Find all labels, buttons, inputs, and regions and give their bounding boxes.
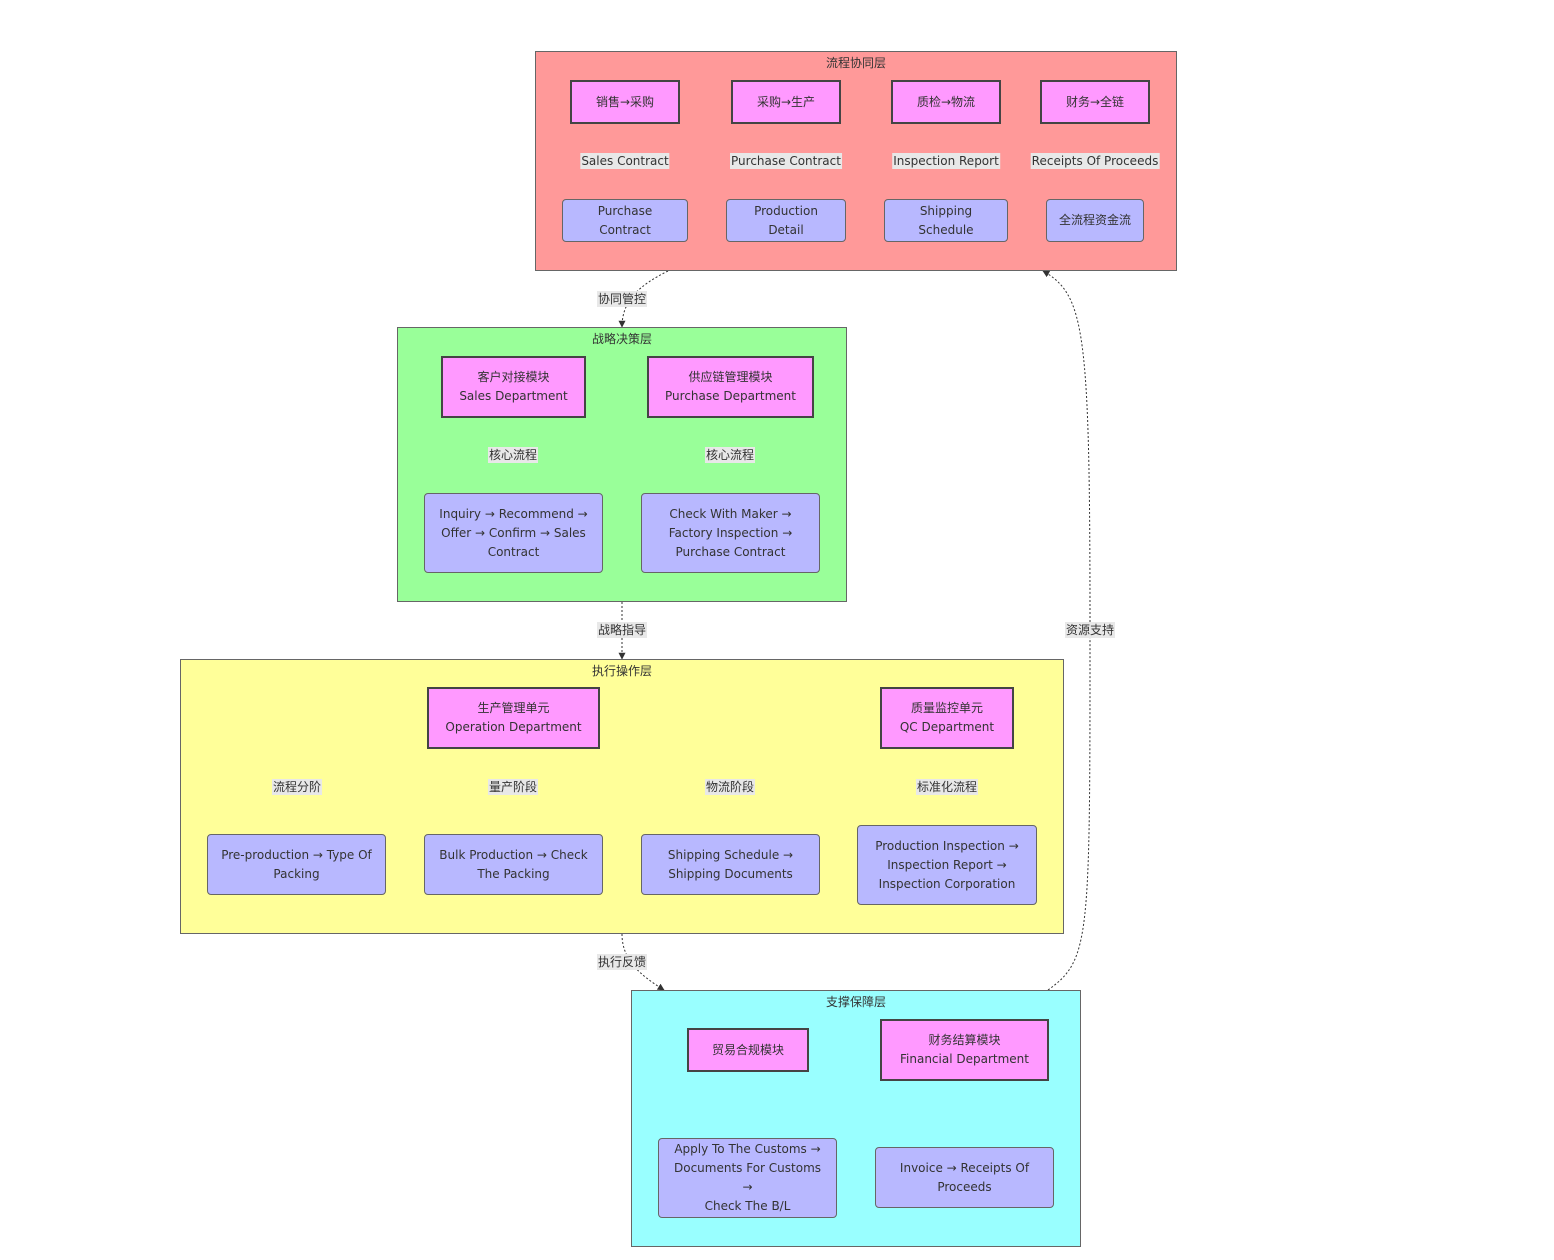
node-label-line2: Factory Inspection → <box>668 525 793 540</box>
node-label-line2: Proceeds <box>937 1179 992 1194</box>
node-label-line1: 质量监控单元 <box>910 701 983 715</box>
node-label: Production Detail <box>754 203 818 237</box>
layer-title: 战略决策层 <box>591 332 652 346</box>
node-bulk-production[interactable]: Bulk Production → Check The Packing <box>424 834 603 895</box>
node-label: Shipping Schedule <box>918 203 974 237</box>
node-customer-module[interactable]: 客户对接模块 Sales Department <box>441 356 586 418</box>
node-label-line1: Invoice → Receipts Of <box>899 1160 1030 1175</box>
edge-label-core-process-supply: 核心流程 <box>704 447 756 463</box>
node-production-inspection[interactable]: Production Inspection → Inspection Repor… <box>857 825 1037 905</box>
edge-label-receipts-of-proceeds: Receipts Of Proceeds <box>1030 153 1160 169</box>
edge-label-resource-support: 资源支持 <box>1064 622 1116 638</box>
node-label-line2: QC Department <box>899 720 995 734</box>
node-label-line2: Financial Department <box>900 1052 1029 1066</box>
edge-label-process-stages: 流程分阶 <box>271 779 323 795</box>
node-production-unit[interactable]: 生产管理单元 Operation Department <box>427 687 600 749</box>
node-shipping-schedule[interactable]: Shipping Schedule <box>884 199 1008 242</box>
node-label-line2: Packing <box>273 866 320 881</box>
node-label: 质检→物流 <box>916 94 976 109</box>
node-label: 财务→全链 <box>1065 94 1125 109</box>
node-label: 贸易合规模块 <box>711 1042 784 1057</box>
node-trade-compliance[interactable]: 贸易合规模块 <box>687 1028 809 1072</box>
node-label-line2: Inspection Report → <box>887 857 1007 872</box>
node-label-line3: Inspection Corporation <box>878 876 1016 891</box>
node-preproduction[interactable]: Pre-production → Type Of Packing <box>207 834 386 895</box>
node-label-line1: Pre-production → Type Of <box>221 847 372 862</box>
node-label: 全流程资金流 <box>1059 213 1132 227</box>
node-purchase-flow[interactable]: Check With Maker → Factory Inspection → … <box>641 493 820 573</box>
node-label: Purchase Contract <box>597 203 653 237</box>
node-label-line1: 生产管理单元 <box>477 701 550 715</box>
edge-label-purchase-contract: Purchase Contract <box>730 153 842 169</box>
node-label-line1: 供应链管理模块 <box>688 370 773 384</box>
node-label-line1: Bulk Production → Check <box>439 847 588 862</box>
node-label-line2: Sales Department <box>459 389 568 403</box>
node-sales-to-purchase[interactable]: 销售→采购 <box>570 80 680 124</box>
node-label-line1: Apply To The Customs → <box>674 1142 821 1156</box>
node-supply-chain-module[interactable]: 供应链管理模块 Purchase Department <box>647 356 814 418</box>
node-label-line1: Shipping Schedule → <box>667 847 794 862</box>
node-finance-to-chain[interactable]: 财务→全链 <box>1040 80 1150 124</box>
node-production-detail[interactable]: Production Detail <box>726 199 846 242</box>
node-label-line1: Check With Maker → <box>669 506 792 521</box>
node-invoice-flow[interactable]: Invoice → Receipts Of Proceeds <box>875 1147 1054 1208</box>
node-label-line2: Offer → Confirm → Sales <box>441 525 586 540</box>
layer-title: 支撑保障层 <box>825 995 886 1009</box>
node-label-line3: Contract <box>487 544 540 559</box>
edge-label-mass-production-stage: 量产阶段 <box>487 779 539 795</box>
edge-label-core-process-sales: 核心流程 <box>487 447 539 463</box>
edge-label-inspection-report: Inspection Report <box>892 153 1000 169</box>
layer-title: 流程协同层 <box>825 56 886 70</box>
node-label-line2: Shipping Documents <box>668 866 793 881</box>
node-label-line1: 客户对接模块 <box>477 370 550 384</box>
node-sales-flow[interactable]: Inquiry → Recommend → Offer → Confirm → … <box>424 493 603 573</box>
node-full-capital-flow[interactable]: 全流程资金流 <box>1046 199 1144 242</box>
node-label-line1: Inquiry → Recommend → <box>439 506 588 521</box>
edge-label-collaborative-control: 协同管控 <box>596 291 648 307</box>
node-shipping-documents[interactable]: Shipping Schedule → Shipping Documents <box>641 834 820 895</box>
node-label-line3: Purchase Contract <box>675 544 786 559</box>
node-label-line2: Purchase Department <box>665 389 796 403</box>
edge-label-standardized-process: 标准化流程 <box>915 779 979 795</box>
node-label-line1: 财务结算模块 <box>928 1033 1001 1047</box>
edge-label-sales-contract: Sales Contract <box>580 153 670 169</box>
node-label-line2: Documents For Customs → <box>673 1161 822 1194</box>
node-finance-module[interactable]: 财务结算模块 Financial Department <box>880 1019 1049 1081</box>
node-label-line3: Check The B/L <box>704 1199 791 1213</box>
layer-title: 执行操作层 <box>591 664 652 678</box>
node-label: 采购→生产 <box>756 94 816 109</box>
node-label-line1: Production Inspection → <box>875 838 1019 853</box>
node-label-line2: Operation Department <box>445 720 582 734</box>
node-label: 销售→采购 <box>595 94 655 109</box>
node-qc-to-logistics[interactable]: 质检→物流 <box>891 80 1001 124</box>
node-purchase-to-production[interactable]: 采购→生产 <box>731 80 841 124</box>
node-customs-flow[interactable]: Apply To The Customs → Documents For Cus… <box>658 1138 837 1218</box>
edge-label-logistics-stage: 物流阶段 <box>704 779 756 795</box>
node-qc-unit[interactable]: 质量监控单元 QC Department <box>880 687 1014 749</box>
node-label-line2: The Packing <box>477 866 550 881</box>
edge-label-strategic-guidance: 战略指导 <box>596 622 648 638</box>
edge-label-execution-feedback: 执行反馈 <box>596 954 648 970</box>
node-purchase-contract[interactable]: Purchase Contract <box>562 199 688 242</box>
